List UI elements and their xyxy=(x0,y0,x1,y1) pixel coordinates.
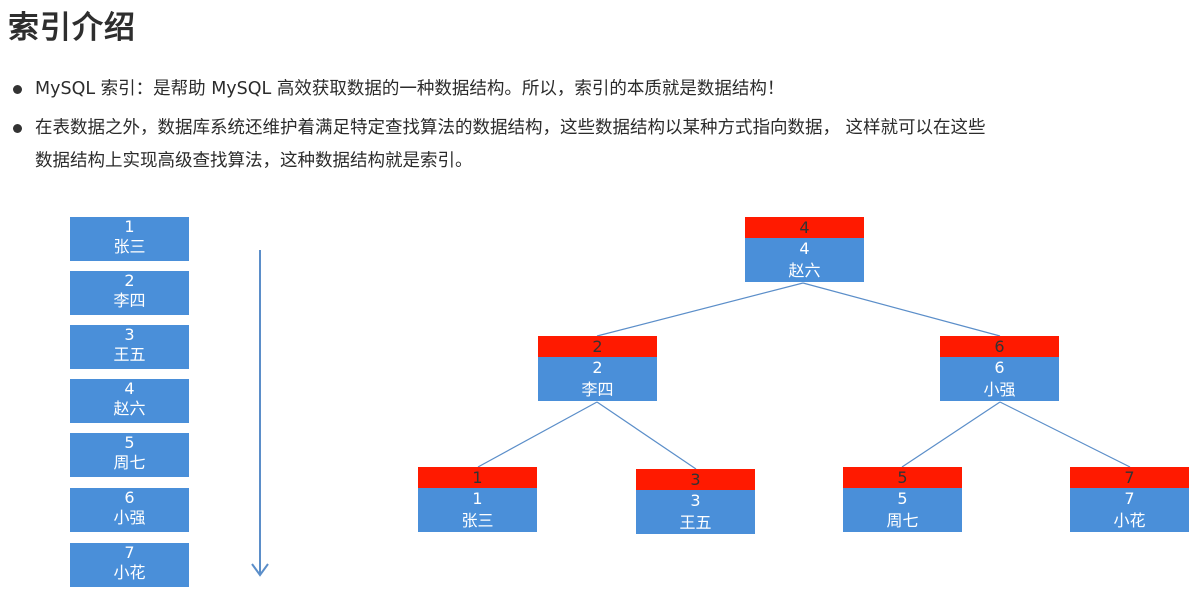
node-body: 1 张三 xyxy=(418,488,537,532)
edge-root-right xyxy=(802,282,1001,337)
tree-node-root: 4 4 赵六 xyxy=(745,217,864,282)
scan-arrow-icon xyxy=(251,250,269,577)
edge-right-rl xyxy=(901,401,1001,468)
bullet-text-2-line-2: 数据结构上实现高级查找算法，这种数据结构就是索引。 xyxy=(35,151,473,171)
list-item-id: 5 xyxy=(124,433,135,452)
node-key: 3 xyxy=(636,469,755,490)
list-item: 6 小强 xyxy=(70,488,189,532)
list-item: 1 张三 xyxy=(70,217,189,261)
list-item: 5 周七 xyxy=(70,433,189,477)
node-body: 5 周七 xyxy=(843,488,962,532)
bullet-text-1: MySQL 索引：是帮助 MySQL 高效获取数据的一种数据结构。所以，索引的本… xyxy=(35,79,785,99)
tree-node-ll: 1 1 张三 xyxy=(418,467,537,532)
tree-node-right: 6 6 小强 xyxy=(940,336,1059,401)
list-item-id: 3 xyxy=(124,325,135,344)
node-name: 赵六 xyxy=(788,261,821,280)
tree-node-lr: 3 3 王五 xyxy=(636,469,755,534)
list-item-name: 张三 xyxy=(113,237,146,256)
list-item-name: 小花 xyxy=(113,563,146,582)
list-item-name: 王五 xyxy=(113,345,146,364)
node-key: 7 xyxy=(1070,467,1189,488)
node-id: 4 xyxy=(799,239,810,258)
node-name: 张三 xyxy=(461,511,494,530)
edge-left-ll xyxy=(477,401,598,468)
node-id: 1 xyxy=(472,489,483,508)
node-name: 周七 xyxy=(886,511,919,530)
edge-left-lr xyxy=(596,401,697,470)
edge-root-left xyxy=(596,282,804,337)
bullet-dot-icon xyxy=(13,124,22,133)
list-item: 2 李四 xyxy=(70,271,189,315)
node-id: 3 xyxy=(690,491,701,510)
list-item: 3 王五 xyxy=(70,325,189,369)
node-key: 5 xyxy=(843,467,962,488)
list-item-name: 周七 xyxy=(113,453,146,472)
node-id: 2 xyxy=(592,358,603,377)
tree-node-rr: 7 7 小花 xyxy=(1070,467,1189,532)
node-key: 1 xyxy=(418,467,537,488)
node-key: 4 xyxy=(745,217,864,238)
list-item-name: 赵六 xyxy=(113,399,146,418)
node-body: 7 小花 xyxy=(1070,488,1189,532)
node-id: 7 xyxy=(1124,489,1135,508)
page-title: 索引介绍 xyxy=(8,10,136,46)
bullet-dot-icon xyxy=(13,85,22,94)
node-id: 6 xyxy=(994,358,1005,377)
list-item-id: 4 xyxy=(124,379,135,398)
bullet-text-2-line-1: 在表数据之外，数据库系统还维护着满足特定查找算法的数据结构，这些数据结构以某种方… xyxy=(35,118,986,138)
list-item: 7 小花 xyxy=(70,543,189,587)
node-name: 王五 xyxy=(679,513,712,532)
list-item: 4 赵六 xyxy=(70,379,189,423)
node-id: 5 xyxy=(897,489,908,508)
node-body: 4 赵六 xyxy=(745,238,864,282)
node-key: 6 xyxy=(940,336,1059,357)
tree-node-left: 2 2 李四 xyxy=(538,336,657,401)
node-key: 2 xyxy=(538,336,657,357)
tree-node-rl: 5 5 周七 xyxy=(843,467,962,532)
node-body: 3 王五 xyxy=(636,490,755,534)
list-item-id: 6 xyxy=(124,488,135,507)
list-item-id: 1 xyxy=(124,217,135,236)
node-name: 小强 xyxy=(983,380,1016,399)
node-name: 李四 xyxy=(581,380,614,399)
node-body: 6 小强 xyxy=(940,357,1059,401)
list-item-name: 李四 xyxy=(113,291,146,310)
node-name: 小花 xyxy=(1113,511,1146,530)
list-item-id: 7 xyxy=(124,543,135,562)
list-item-name: 小强 xyxy=(113,508,146,527)
edge-right-rr xyxy=(999,401,1131,468)
node-body: 2 李四 xyxy=(538,357,657,401)
list-item-id: 2 xyxy=(124,271,135,290)
